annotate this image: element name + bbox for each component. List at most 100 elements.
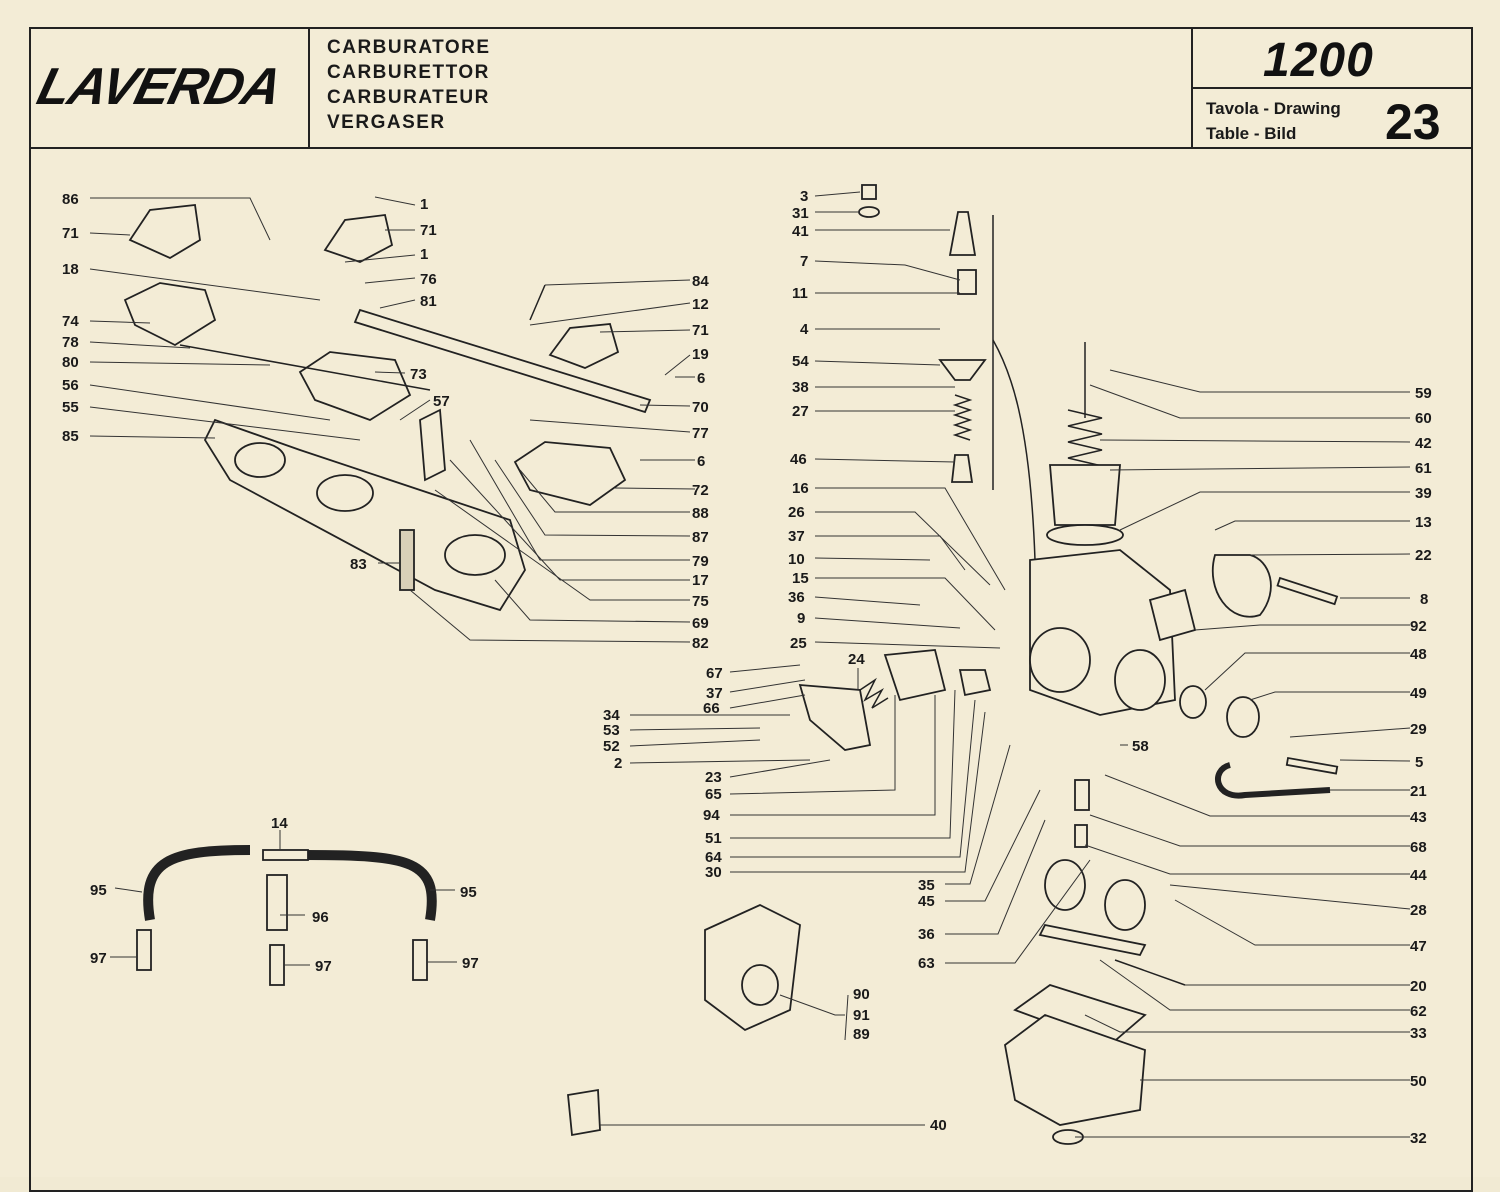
model-number: 1200	[1263, 34, 1374, 87]
part-label: 37	[706, 685, 723, 702]
part-label: 97	[90, 950, 107, 967]
part-label: 19	[692, 346, 709, 363]
part-label: 74	[62, 313, 79, 330]
part-label: 6	[697, 453, 705, 470]
screw-97-left	[136, 929, 152, 971]
part-label: 43	[1410, 809, 1427, 826]
part-label: 87	[692, 529, 709, 546]
part-label: 69	[692, 615, 709, 632]
part-label: 97	[462, 955, 479, 972]
model-row: 1200	[1193, 27, 1473, 89]
part-label: 84	[692, 273, 709, 290]
manifold-stud	[399, 529, 415, 591]
logo-cell: LAVERDA	[29, 27, 310, 147]
carb-outlet	[1114, 649, 1166, 711]
title-block: LAVERDA CARBURATORE CARBURETTOR CARBURAT…	[29, 27, 1473, 150]
part-label: 95	[90, 882, 107, 899]
part-label: 3	[800, 188, 808, 205]
part-label: 7	[800, 253, 808, 270]
part-label: 22	[1415, 547, 1432, 564]
part-label: 29	[1410, 721, 1427, 738]
carb-throat	[1029, 627, 1091, 693]
part-label: 71	[420, 222, 437, 239]
part-label: 11	[792, 285, 808, 302]
part-label: 86	[62, 191, 79, 208]
part-label: 72	[692, 482, 709, 499]
title-italian: CARBURATORE	[327, 37, 491, 58]
part-label: 36	[918, 926, 935, 943]
part-label: 55	[62, 399, 79, 416]
part-label: 67	[706, 665, 723, 682]
part-label: 59	[1415, 385, 1432, 402]
part-label: 5	[1415, 754, 1423, 771]
jet-68	[1074, 824, 1088, 848]
fitting-7	[957, 269, 977, 295]
part-label: 20	[1410, 978, 1427, 995]
spring-27	[952, 394, 973, 441]
part-label: 36	[788, 589, 805, 606]
part-numbers: 86 71 18 74 78 80 56 55 85 1 71 1 76 81 …	[62, 188, 1432, 1147]
part-label: 77	[692, 425, 709, 442]
title-german: VERGASER	[327, 112, 446, 133]
adjuster-screw	[529, 284, 546, 321]
banjo-49	[1226, 696, 1260, 738]
part-label: 35	[918, 877, 935, 894]
part-label: 42	[1415, 435, 1432, 452]
carb-thumbnail-throat	[741, 964, 779, 1006]
part-label: 32	[1410, 1130, 1427, 1147]
screw-97-right	[412, 939, 428, 981]
part-label: 9	[797, 610, 805, 627]
leader-lines	[89, 191, 1411, 1138]
hose-95-left	[143, 845, 251, 921]
part-label: 31	[792, 205, 809, 222]
part-label: 64	[705, 849, 722, 866]
jet-43	[1074, 779, 1090, 811]
hose-96	[266, 874, 288, 931]
part-label: 28	[1410, 902, 1427, 919]
float-left	[1044, 859, 1086, 911]
part-label: 49	[1410, 685, 1427, 702]
part-label: 26	[788, 504, 805, 521]
part-label: 10	[788, 551, 805, 568]
cover-assy-24	[798, 683, 872, 751]
part-label: 44	[1410, 867, 1427, 884]
diaphragm-65	[883, 649, 947, 702]
parts-artwork	[123, 184, 1339, 1145]
manifold-port-1	[234, 442, 286, 478]
part-label: 88	[692, 505, 709, 522]
part-label: 70	[692, 399, 709, 416]
part-label: 52	[603, 738, 620, 755]
drawing-label-2: Table - Bild	[1206, 124, 1297, 143]
part-label: 13	[1415, 514, 1432, 531]
part-label: 78	[62, 334, 79, 351]
part-label: 46	[790, 451, 807, 468]
number-cell: 1200 Tavola - Drawing Table - Bild 23	[1193, 27, 1473, 150]
gasket-39	[1046, 524, 1124, 546]
t-fitting-14	[262, 849, 309, 861]
title-english: CARBURETTOR	[327, 62, 490, 83]
part-label: 62	[1410, 1003, 1427, 1020]
part-label: 57	[433, 393, 450, 410]
part-label: 90	[853, 986, 870, 1003]
part-label: 92	[1410, 618, 1427, 635]
part-label: 1	[420, 246, 428, 263]
part-label: 75	[692, 593, 709, 610]
part-label: 97	[315, 958, 332, 975]
part-label: 85	[62, 428, 79, 445]
filter-cover-left	[128, 204, 201, 260]
part-label: 95	[460, 884, 477, 901]
part-label: 33	[1410, 1025, 1427, 1042]
part-label: 94	[703, 807, 720, 824]
pin-20	[1114, 959, 1186, 986]
throttle-shaft	[179, 344, 431, 391]
cover-41	[948, 211, 977, 256]
manifold-port-2	[316, 474, 374, 512]
part-label: 61	[1415, 460, 1432, 477]
part-label: 83	[350, 556, 367, 573]
part-label: 17	[692, 572, 709, 589]
part-label: 73	[410, 366, 427, 383]
screw-5	[1285, 756, 1339, 775]
part-label: 16	[792, 480, 809, 497]
part-label: 1	[420, 196, 428, 213]
